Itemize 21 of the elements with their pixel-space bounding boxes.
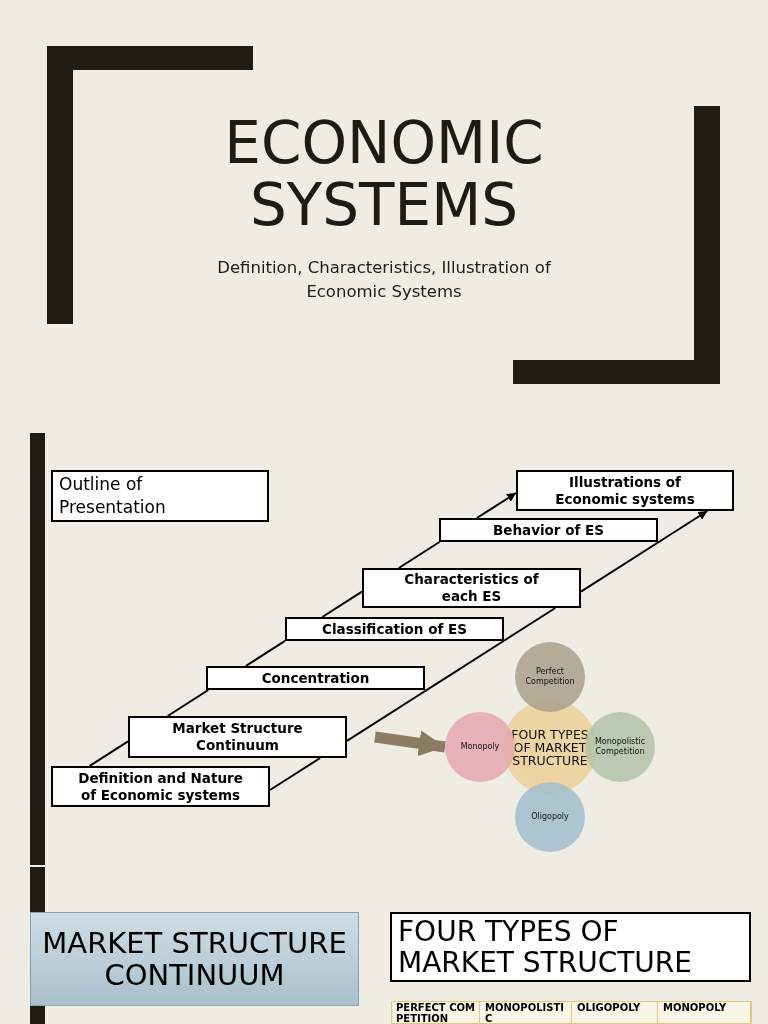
slide-title: ECONOMIC SYSTEMS	[223, 112, 545, 241]
heading-box: FOUR TYPES OF MARKET STRUCTURE	[390, 912, 751, 982]
arrow	[475, 492, 517, 519]
table-header: OLIGOPOLY	[573, 1002, 658, 1024]
table-header: MONOPOLY	[659, 1002, 751, 1024]
step-box: Illustrations of Economic systems	[516, 470, 734, 511]
table-header: MONOPOLISTIC	[481, 1002, 572, 1024]
step-box: Market Structure Continuum	[128, 716, 347, 758]
step-box: Concentration	[206, 666, 425, 690]
heading-box: Outline of Presentation	[51, 470, 269, 522]
circle: Oligopoly	[515, 782, 585, 852]
step-box: Behavior of ES	[439, 518, 658, 542]
slide-subtitle: Definition, Characteristics, Illustration of Economic Systems	[216, 257, 552, 303]
arrow	[374, 730, 446, 757]
step-box: Classification of ES	[285, 617, 504, 641]
circle: Perfect Competition	[515, 642, 585, 712]
step-box: Definition and Nature of Economic systems	[51, 766, 270, 807]
arrow	[657, 510, 709, 544]
table-header: PERFECT COMPETITION	[392, 1002, 480, 1024]
step-box: Characteristics of each ES	[362, 568, 581, 608]
title-panel: MARKET STRUCTURE CONTINUUM	[30, 912, 359, 1006]
